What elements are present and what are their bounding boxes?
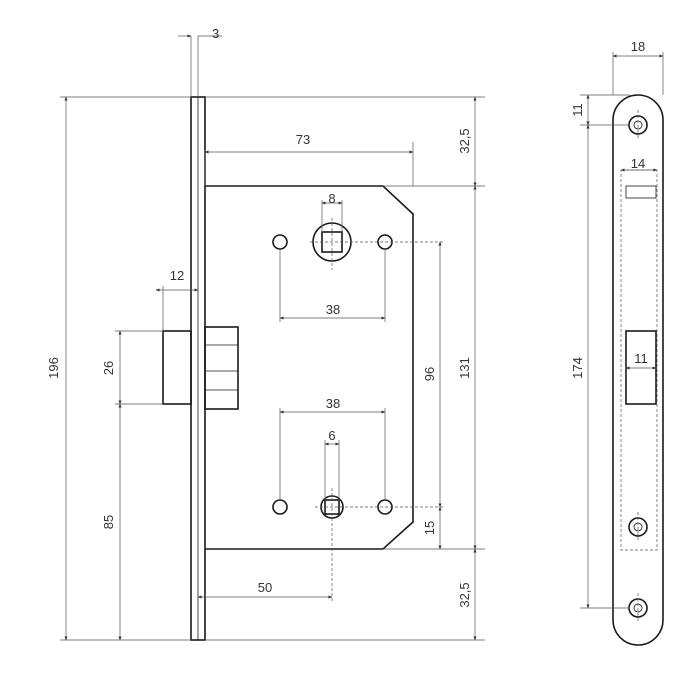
latch-housing <box>204 326 239 410</box>
dim-label-strike-top-hole: 11 <box>570 103 585 117</box>
dim-label-latch-height: 26 <box>101 361 116 375</box>
dim-label-strike-width: 18 <box>631 39 645 54</box>
dim-label-key-spindle: 6 <box>328 428 335 443</box>
lower-left-hole <box>272 499 288 515</box>
lock-case <box>205 185 414 550</box>
dim-label-total-height: 196 <box>46 357 61 379</box>
lock-side-view: 3 196 73 32,5 131 32,5 8 38 38 6 96 15 1… <box>46 26 485 641</box>
dim-label-lower-hole-spacing: 38 <box>326 396 340 411</box>
dim-label-strike-window-width: 14 <box>631 156 645 171</box>
dim-label-top-offset: 32,5 <box>457 128 472 153</box>
dim-label-case-height: 131 <box>457 357 472 379</box>
dim-label-latch-projection: 12 <box>170 268 184 283</box>
dim-label-handle-spindle: 8 <box>328 191 335 206</box>
dim-label-strike-length: 174 <box>570 357 585 379</box>
dim-label-latch-to-bottom: 85 <box>101 515 116 529</box>
dim-label-key-backset: 50 <box>258 580 272 595</box>
strike-latch-window <box>625 330 657 405</box>
dim-label-faceplate-thickness: 3 <box>212 26 219 41</box>
upper-left-hole <box>272 234 288 250</box>
strike-top-slot <box>625 185 657 199</box>
latch-bolt <box>162 330 192 405</box>
strike-plate <box>612 94 664 646</box>
dim-label-key-offset: 15 <box>422 521 437 535</box>
dim-label-upper-hole-spacing: 38 <box>326 302 340 317</box>
strike-plate-view: 18 11 14 174 11 <box>570 39 664 646</box>
dim-label-backset: 73 <box>296 132 310 147</box>
dim-label-strike-latch-window: 11 <box>634 351 648 366</box>
dim-label-spindle-distance: 96 <box>422 367 437 381</box>
dim-label-bottom-offset: 32,5 <box>457 582 472 607</box>
